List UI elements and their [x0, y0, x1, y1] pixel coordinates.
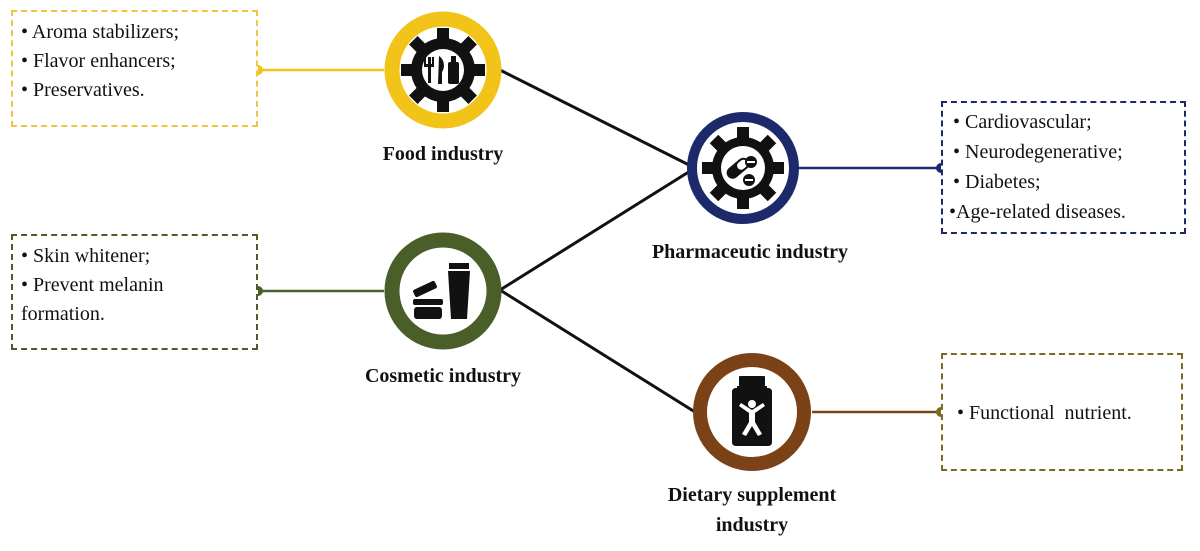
- list-item: • Skin whitener;: [21, 245, 151, 267]
- list-item: • Neurodegenerative;: [953, 141, 1123, 163]
- dietary-supplement-label-line2: industry: [715, 514, 789, 536]
- pharmaceutic-applications-box: • Cardiovascular; • Neurodegenerative; •…: [941, 101, 1186, 234]
- list-item: • Cardiovascular;: [953, 111, 1092, 133]
- cosmetic-applications-box: • Skin whitener; • Prevent melanin forma…: [11, 234, 258, 350]
- dietary-hub: [693, 353, 811, 471]
- cosmetic-hub: [384, 232, 502, 350]
- list-item: • Functional nutrient.: [957, 402, 1132, 424]
- pharmaceutic-industry-label: Pharmaceutic industry: [651, 241, 849, 263]
- connector-cosmetic-pharma: [499, 166, 696, 292]
- connector-cosmetic-dietary: [499, 288, 696, 414]
- list-item: • Preservatives.: [21, 79, 145, 101]
- food-hub: [384, 11, 502, 129]
- dietary-applications-box: • Functional nutrient.: [941, 353, 1183, 471]
- list-item: • Flavor enhancers;: [21, 50, 176, 72]
- supplement-bottle-icon: [732, 376, 772, 446]
- food-industry-label: Food industry: [382, 143, 504, 165]
- cosmetic-industry-label: Cosmetic industry: [364, 365, 522, 387]
- food-applications-box: • Aroma stabilizers; • Flavor enhancers;…: [11, 10, 258, 127]
- list-item: •Age-related diseases.: [949, 201, 1126, 223]
- list-item: • Prevent melanin formation.: [21, 274, 164, 325]
- pharma-hub: [687, 112, 799, 224]
- connector-food-pharma: [499, 68, 696, 170]
- list-item: • Diabetes;: [953, 171, 1041, 193]
- gear-with-pills-icon: [702, 127, 784, 209]
- dietary-supplement-label-line1: Dietary supplement: [667, 484, 837, 506]
- cosmetic-jars-icon: [413, 263, 470, 319]
- gear-with-cutlery-icon: [401, 28, 485, 112]
- list-item: • Aroma stabilizers;: [21, 21, 180, 43]
